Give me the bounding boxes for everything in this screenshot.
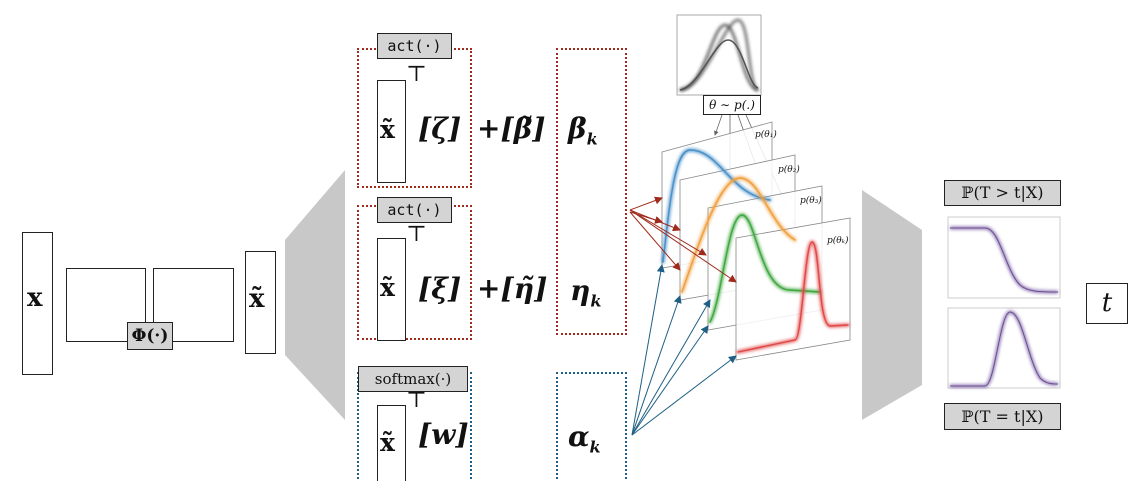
params-beta-eta-box [556, 48, 627, 335]
softmax-label: softmax(·) [358, 366, 468, 392]
embedding-label: x̃ [249, 284, 265, 314]
plane-label: p(θₖ) [827, 236, 849, 246]
activation-label: act(·) [377, 33, 452, 59]
phi-label: Φ(·) [127, 322, 173, 350]
x-tilde-label: x̃ [380, 428, 395, 457]
density-label: ℙ(T = t|X) [944, 403, 1061, 430]
input-x-box: x [22, 232, 53, 375]
eta-k: ηk [570, 274, 602, 311]
plane-label: p(θ₂) [778, 165, 800, 175]
survival-label: ℙ(T > t|X) [944, 180, 1061, 206]
density-plot [947, 307, 1061, 389]
time-label: t [1086, 283, 1128, 324]
survival-plot [947, 216, 1061, 299]
bias-beta: +[β̃] [477, 112, 546, 145]
x-tilde-label: x̃ [380, 273, 395, 302]
activation-label: act(·) [377, 197, 452, 223]
weight-xi: [ξ] [418, 272, 462, 305]
prior-label: θ ∼ p(.) [703, 95, 761, 115]
bias-eta: +[η̃] [477, 272, 548, 305]
plane-label: p(θ₃) [800, 196, 822, 206]
beta-k: βk [568, 112, 598, 149]
params-alpha-box [556, 372, 627, 481]
x-tilde-box: x̃ [377, 405, 406, 481]
x-tilde-box: x̃ [377, 80, 406, 183]
funnel-right [862, 190, 922, 420]
embedding-box: x̃ [245, 251, 276, 354]
weight-zeta: [ζ] [418, 112, 462, 145]
plane-label: p(θ₁) [755, 130, 777, 140]
input-x-label: x [27, 283, 43, 313]
transpose-symbol: ⊤ [406, 222, 427, 247]
alpha-k: αk [568, 420, 601, 457]
x-tilde-box: x̃ [377, 238, 406, 341]
prior-plot [676, 14, 762, 96]
x-tilde-label: x̃ [380, 115, 395, 144]
transpose-symbol: ⊤ [406, 388, 427, 413]
weight-w: [w] [418, 418, 469, 451]
funnel-left [285, 170, 345, 420]
transpose-symbol: ⊤ [406, 62, 427, 87]
